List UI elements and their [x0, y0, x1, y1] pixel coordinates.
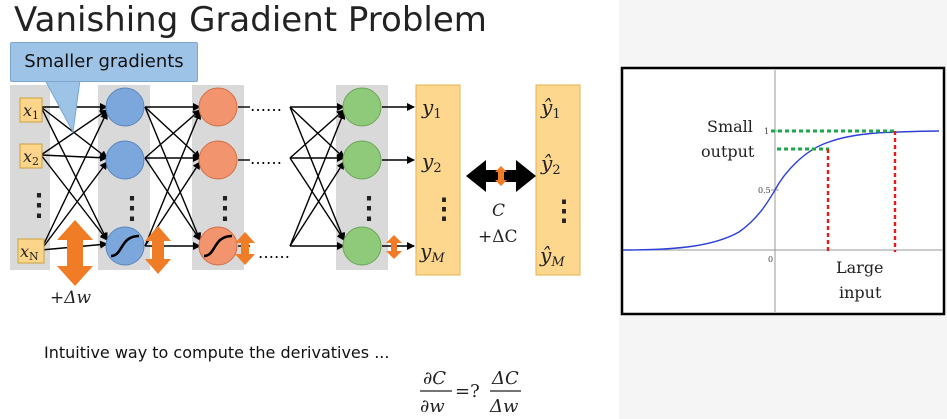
small-output-label: Small output [701, 117, 758, 161]
dots-row-3: …… [258, 243, 290, 262]
connections-layer3-output [382, 103, 415, 250]
output-yM: yM [419, 239, 445, 266]
layer2-ellipsis: ⋮ [210, 191, 240, 226]
neuron-layer1-2 [105, 140, 145, 180]
sigmoid-plot: 1 0.5 0 Small output Large input [620, 66, 946, 316]
connections-layer1-layer2 [144, 103, 202, 250]
target-yhatM: ŷM [539, 243, 565, 270]
delta-c-label: +ΔC [478, 227, 518, 247]
dots-row-1: …… [250, 96, 282, 115]
large-input-label: Large input [836, 258, 889, 302]
delta-w-label: +Δw [50, 288, 92, 308]
target-box [535, 84, 581, 276]
smaller-gradients-callout: Smaller gradients [10, 42, 198, 82]
svg-text:ΔC: ΔC [491, 368, 519, 389]
target-yhat1: ŷ1 [540, 95, 561, 122]
cost-label: C [492, 201, 505, 221]
footnote-text: Intuitive way to compute the derivatives… [44, 343, 390, 362]
delta-arrow-layer2 [235, 232, 255, 265]
sigmoid-curve [622, 130, 940, 251]
delta-arrow-layer3 [386, 235, 402, 259]
neuron-layer1-1 [105, 87, 145, 127]
layer1-ellipsis: ⋮ [117, 191, 147, 226]
output-box [415, 84, 461, 276]
output-y1: y1 [421, 95, 442, 122]
sigmoid-icon-layer1 [110, 234, 140, 258]
tick-05: 0.5 [758, 186, 771, 195]
derivative-formula: ∂C ∂w =? ΔC Δw [420, 368, 521, 417]
neuron-layer3-3 [342, 226, 382, 266]
output-ellipsis: ⋮ [430, 192, 458, 225]
target-yhat2: ŷ2 [540, 151, 561, 178]
sigmoid-icon-layer2 [203, 234, 233, 258]
svg-text:∂w: ∂w [420, 396, 445, 417]
svg-text:∂C: ∂C [423, 368, 446, 389]
neuron-layer2-3 [198, 226, 238, 266]
slide-title: Vanishing Gradient Problem [14, 0, 487, 40]
connections-input-layer1 [40, 103, 108, 251]
neuron-layer2-1 [198, 87, 238, 127]
svg-text:=?: =? [455, 381, 480, 402]
input-xN: xN [17, 238, 45, 264]
output-y2: y2 [421, 149, 442, 176]
delta-arrow-cost [495, 166, 507, 186]
delta-arrow-input [57, 220, 93, 286]
connections-into-layer3 [289, 103, 346, 250]
svg-text:x2: x2 [23, 147, 39, 168]
layer3-ellipsis: ⋮ [354, 191, 384, 226]
tick-0: 0 [768, 255, 773, 264]
neuron-layer3-2 [342, 140, 382, 180]
svg-text:Δw: Δw [489, 396, 519, 417]
network-diagram: …… …… …… x1 x2 ⋮ xN ⋮ ⋮ ⋮ [10, 84, 581, 417]
tick-1: 1 [764, 127, 769, 136]
svg-text:xN: xN [20, 242, 39, 263]
delta-arrow-layer1 [145, 226, 171, 274]
target-ellipsis: ⋮ [550, 194, 578, 227]
neuron-layer3-1 [342, 87, 382, 127]
dots-row-2: …… [250, 149, 282, 168]
input-x1: x1 [19, 97, 43, 123]
input-x2: x2 [19, 143, 43, 169]
neuron-layer1-3 [105, 226, 145, 266]
neuron-layer2-2 [198, 140, 238, 180]
svg-text:x1: x1 [23, 101, 39, 122]
input-ellipsis: ⋮ [24, 188, 54, 223]
